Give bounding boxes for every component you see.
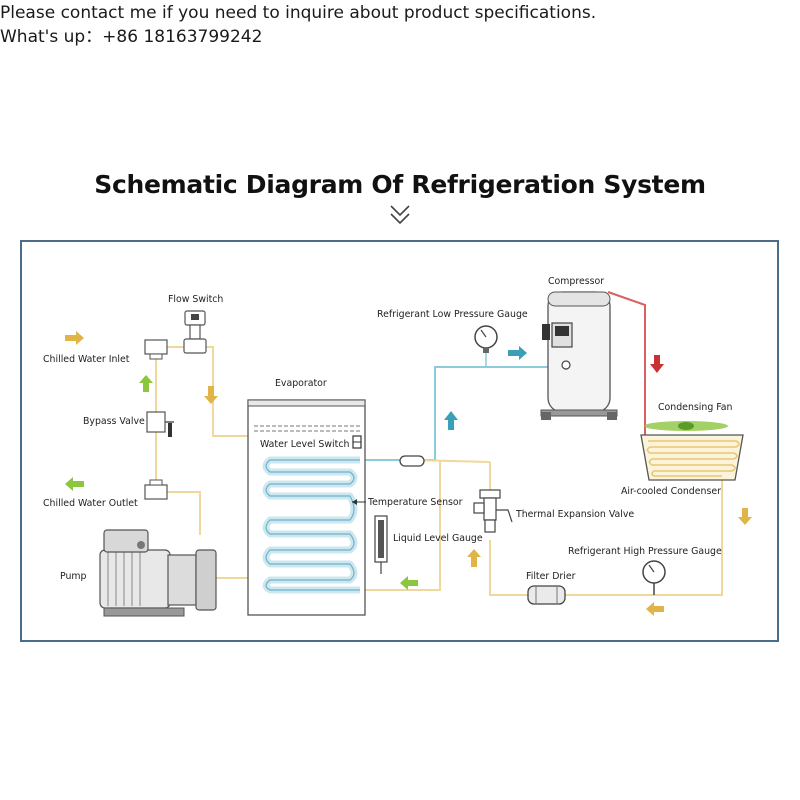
label-liquid-level-gauge: Liquid Level Gauge [393,533,483,544]
label-air-cooled-condenser: Air-cooled Condenser [621,486,721,497]
label-evaporator: Evaporator [275,378,327,389]
label-thermal-expansion-valve: Thermal Expansion Valve [515,509,634,520]
label-condensing-fan: Condensing Fan [658,402,733,413]
label-temperature-sensor: Temperature Sensor [367,497,463,508]
water-level-switch [352,435,362,449]
label-pump: Pump [60,571,87,582]
label-bypass-valve: Bypass Valve [83,416,145,427]
flow-switch [183,310,207,354]
inlet-tee [144,339,168,360]
label-high-pressure-gauge: Refrigerant High Pressure Gauge [568,546,722,557]
label-low-pressure-gauge: Refrigerant Low Pressure Gauge [377,309,528,320]
label-water-level-switch: Water Level Switch [260,439,349,450]
contact-line-1: Please contact me if you need to inquire… [0,3,597,23]
pump [99,529,217,617]
condensing-fan-icon [644,421,728,431]
label-filter-drier: Filter Drier [526,571,576,582]
contact-line-2: What's up：+86 18163799242 [0,27,263,47]
sight-glass [399,455,425,467]
low-pressure-gauge [474,325,498,353]
compressor [540,291,618,420]
filter-drier [527,585,566,605]
evaporator [247,399,366,616]
high-pressure-gauge [642,560,666,595]
flow-arrow-inlet [65,331,84,345]
flow-arrow-suction-up [444,411,458,430]
flow-arrow-outlet [65,477,84,491]
label-flow-switch: Flow Switch [168,294,223,305]
flow-arrow-bypass-up [139,375,153,392]
temperature-sensor [352,499,366,505]
flow-arrow-down-1 [204,386,218,404]
label-chilled-water-inlet: Chilled Water Inlet [43,354,130,365]
double-chevron-down-icon[interactable] [390,205,410,225]
discharge-line [607,291,646,440]
outlet-tee [144,479,168,500]
flow-arrow-suction-right [508,346,527,360]
flow-arrow-txv-up [467,549,481,567]
label-compressor: Compressor [548,276,604,287]
thermal-expansion-valve [473,489,513,533]
flow-arrow-hot-down [650,355,664,373]
label-chilled-water-outlet: Chilled Water Outlet [43,498,138,509]
flow-arrow-return [400,576,418,590]
air-cooled-condenser [640,434,744,481]
flow-arrow-condenser-down [738,508,752,525]
bypass-valve [146,411,174,437]
liquid-level-gauge [374,515,388,574]
page-title: Schematic Diagram Of Refrigeration Syste… [94,170,706,199]
flow-arrow-liquid-left [646,602,664,616]
